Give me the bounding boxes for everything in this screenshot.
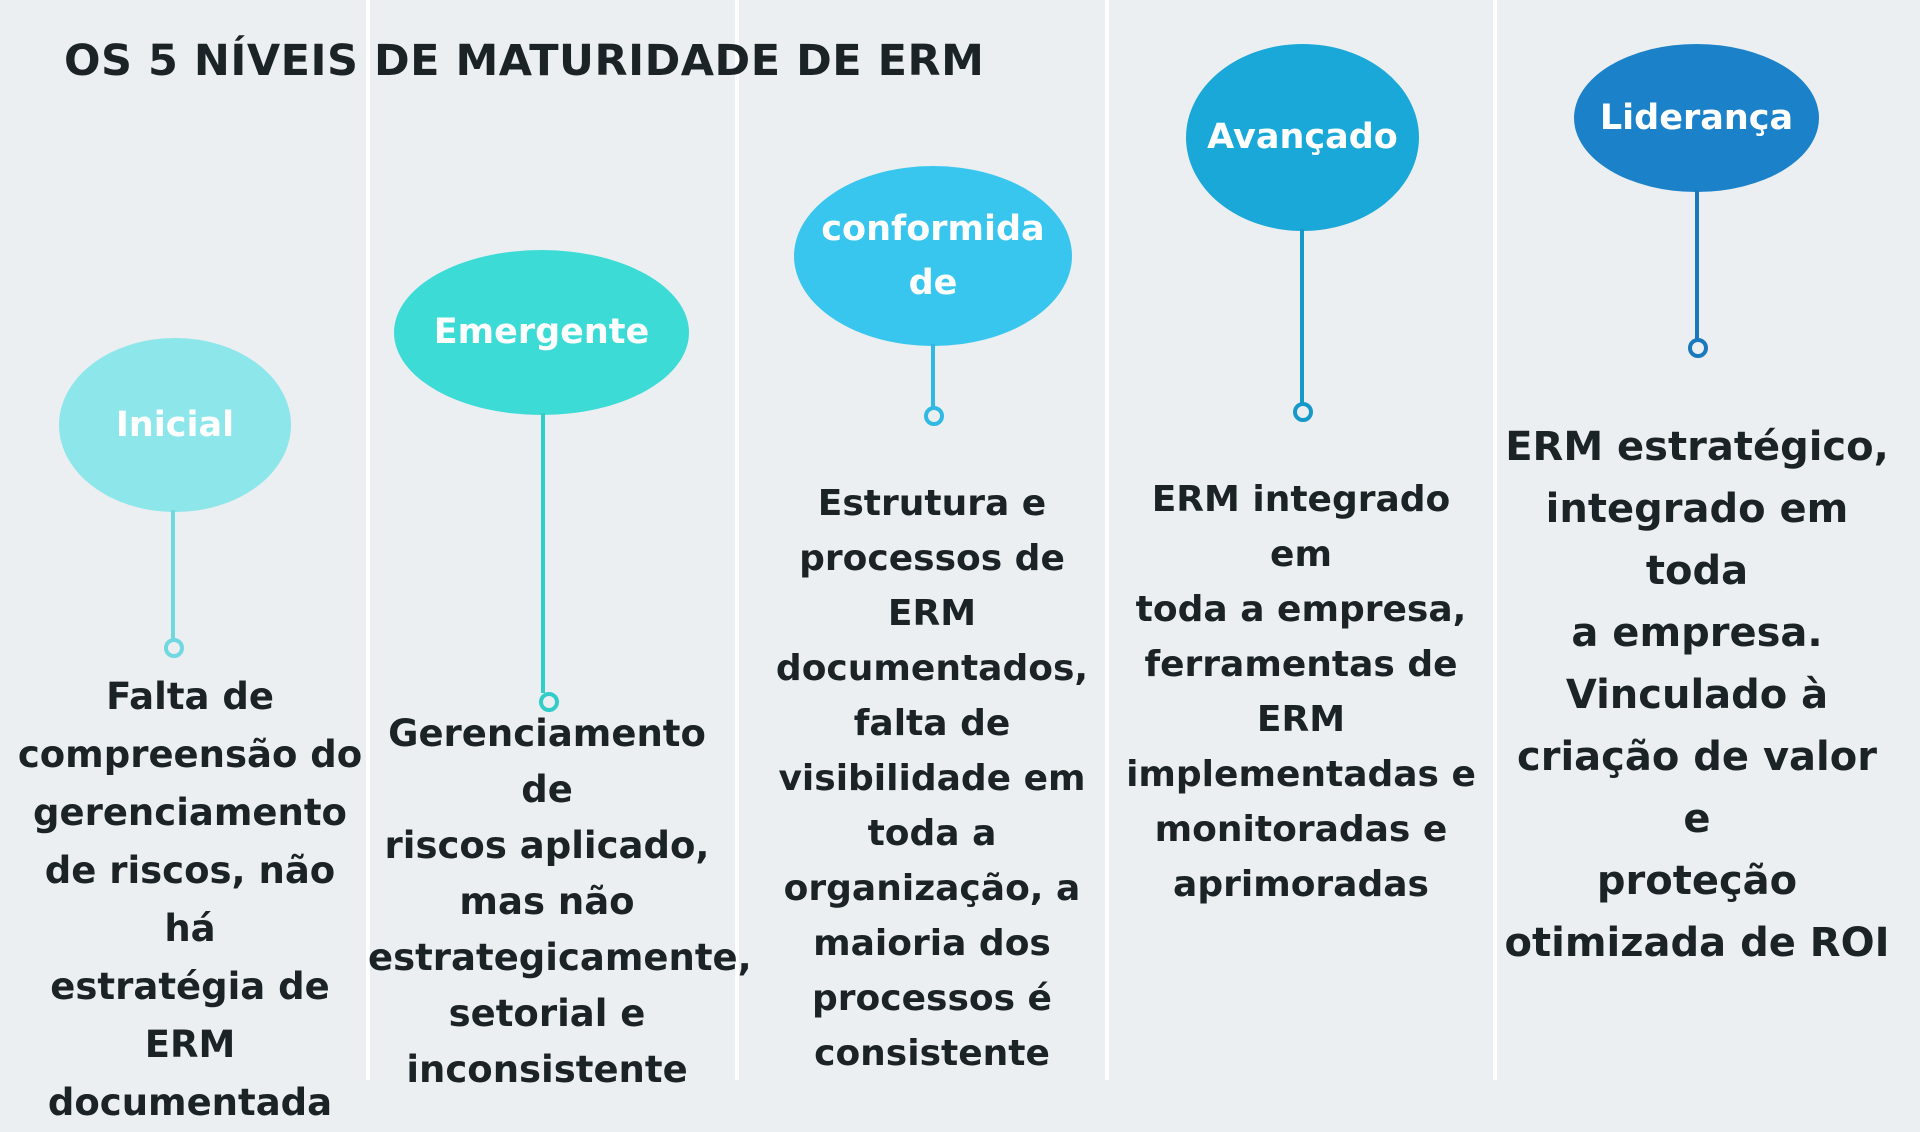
level-bubble-emergente: Emergente	[394, 250, 689, 415]
level-description-emergente: Gerenciamento de riscos aplicado, mas nã…	[368, 712, 752, 1091]
level-marker-lideranca	[1688, 338, 1708, 358]
level-description-lideranca: ERM estratégico, integrado em toda a emp…	[1504, 424, 1890, 966]
level-marker-avancado	[1293, 402, 1313, 422]
level-marker-inicial	[164, 638, 184, 658]
column-divider-1	[366, 0, 370, 1080]
column-divider-2	[735, 0, 739, 1080]
level-bubble-avancado: Avançado	[1186, 44, 1419, 231]
level-marker-emergente	[539, 692, 559, 712]
level-marker-conformidade	[924, 406, 944, 426]
column-divider-4	[1493, 0, 1497, 1080]
level-description-conformidade: Estrutura e processos de ERM documentado…	[775, 483, 1089, 1074]
column-divider-3	[1105, 0, 1109, 1080]
level-connector-conformidade	[931, 344, 935, 408]
level-connector-inicial	[171, 510, 175, 642]
level-connector-avancado	[1300, 229, 1304, 404]
level-description-avancado: ERM integrado em toda a empresa, ferrame…	[1126, 479, 1476, 905]
level-description-inicial: Falta de compreensão do gerenciamento de…	[17, 675, 363, 1124]
level-bubble-conformidade: conformida de	[794, 166, 1072, 346]
level-connector-lideranca	[1695, 190, 1699, 342]
level-bubble-lideranca: Liderança	[1574, 44, 1819, 192]
diagram-title: OS 5 NÍVEIS DE MATURIDADE DE ERM	[64, 36, 985, 86]
level-bubble-inicial: Inicial	[59, 338, 291, 512]
level-connector-emergente	[541, 413, 545, 693]
